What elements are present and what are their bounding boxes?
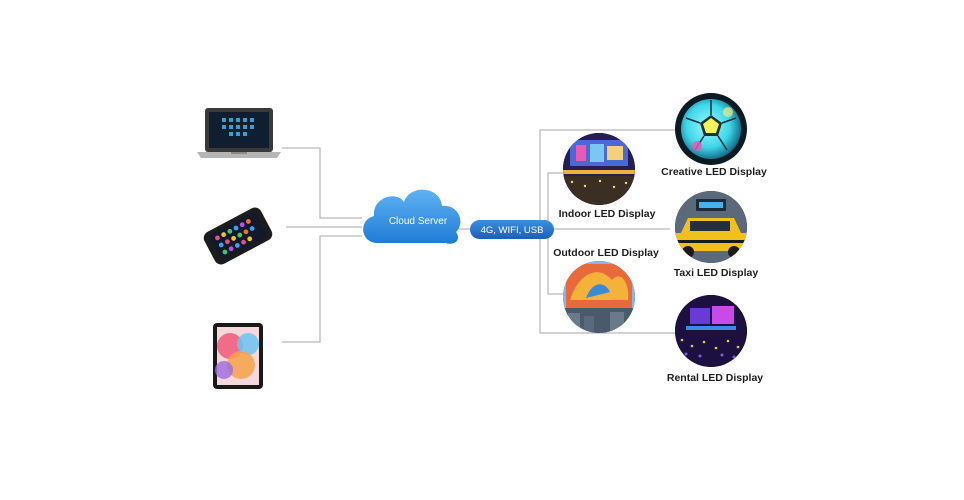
tablet-icon xyxy=(213,323,263,389)
smartphone-icon xyxy=(203,207,273,265)
rental-led-display-icon xyxy=(675,295,747,367)
connection-label: 4G, WIFI, USB xyxy=(481,225,544,236)
laptop-icon xyxy=(197,108,281,158)
laptop-connector xyxy=(282,147,362,219)
cloud-icon: Cloud Server xyxy=(363,189,461,244)
outdoor-connector xyxy=(547,229,563,295)
indoor-led-display-icon xyxy=(563,133,635,205)
taxi-led-display-icon xyxy=(675,191,747,263)
device-connectors xyxy=(282,147,362,343)
creative-connector xyxy=(539,129,677,229)
creative-led-display-icon xyxy=(675,93,747,165)
display-connectors xyxy=(440,129,677,334)
rental-led-display-label: Rental LED Display xyxy=(667,372,763,384)
creative-led-display-label: Creative LED Display xyxy=(661,166,767,178)
indoor-connector xyxy=(547,172,563,229)
connection-badge: 4G, WIFI, USB xyxy=(470,220,554,239)
tablet-connector xyxy=(282,235,362,343)
taxi-led-display-label: Taxi LED Display xyxy=(674,267,759,279)
cloud-server-label: Cloud Server xyxy=(389,216,448,227)
indoor-led-display-label: Indoor LED Display xyxy=(559,208,656,220)
rental-connector xyxy=(539,229,677,334)
outdoor-led-display-label: Outdoor LED Display xyxy=(553,247,659,259)
outdoor-led-display-icon xyxy=(563,261,635,333)
